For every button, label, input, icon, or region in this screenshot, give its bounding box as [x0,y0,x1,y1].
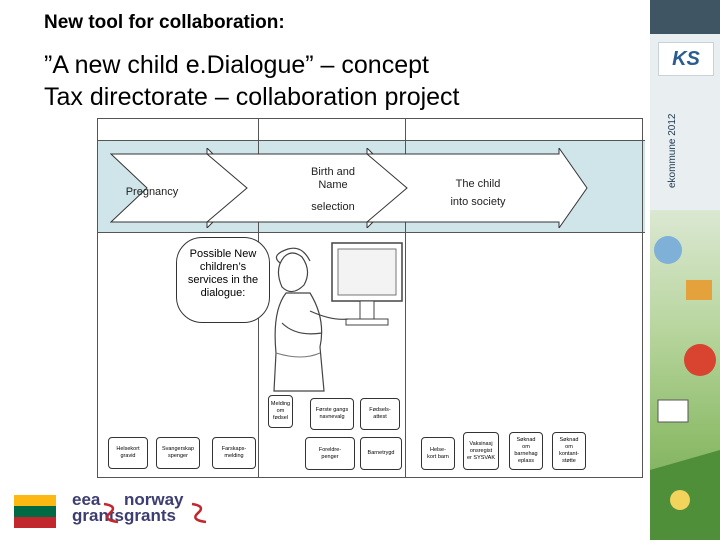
column-divider-2 [405,118,406,478]
service-text: Søknad [516,437,536,443]
service-text: melding [224,453,244,459]
service-text: Vaksinasj [469,440,493,447]
service-text: kontant-støtte [559,451,579,464]
service-box-child-health-card: Helse-kort barn [421,437,455,470]
service-text: er SYSVAK [466,454,496,461]
ks-logo-text: KS [672,47,700,70]
stage-society-line1: The child [455,178,501,190]
service-text: gravid [120,453,136,459]
service-text: Foreldre- [318,446,342,453]
stage-birth-line1: Birth and [310,166,356,178]
eea-grants-line1: eea [72,490,101,509]
services-speech-bubble: Possible New children’s services in the … [176,237,270,323]
bubble-line1: Possible New [189,248,257,260]
diagram-frame [97,118,643,478]
norway-grants-line2: grants [124,506,176,525]
norway-grants-logo: norway grants [124,490,184,525]
service-box-child-benefit: Barnetrygd [360,437,402,470]
service-text: barnehag eplass [514,451,538,464]
stage-society-label: The child into society [432,175,524,211]
service-text: om [276,408,285,414]
norway-grants-line1: norway [124,490,184,509]
service-text: Første gangs [315,407,349,413]
service-text: om [565,444,573,450]
sidebar-illustration-icon [650,236,720,540]
service-text: onsregist [469,447,493,454]
service-text: Fødsels- [369,407,391,413]
timeline-arrow [109,148,588,228]
lithuania-flag-icon [14,495,56,528]
service-text: Helse- [430,446,446,453]
service-box-paternity-notice: Farskaps-melding [212,437,256,469]
service-text: Søknad [559,437,579,443]
stage-society-line2: into society [450,196,506,208]
service-text: Barnetrygd [367,450,395,456]
bubble-line4: dialogue: [200,287,246,299]
service-text: om [522,444,530,450]
bubble-line2: children’s [199,261,247,273]
ks-logo: KS [658,42,714,76]
service-text: kort barn [427,453,449,460]
stage-pregnancy-label: Pregnancy [125,186,179,198]
bubble-line3: services in the [187,274,259,286]
eea-grants-mark-icon [103,502,119,524]
service-box-parental-benefit: Foreldre-penger [305,437,355,470]
stage-birth-label: Birth and Name selection [288,166,378,214]
service-text: Melding [270,401,291,407]
service-box-birth-certificate: Fødsels-attest [360,398,400,430]
sidebar-illustration [650,210,720,540]
sidebar-header-photo [650,0,720,34]
slide-title-line2: Tax directorate – collaboration project [44,83,460,111]
service-text: Farskaps- [221,446,247,452]
service-text: penger [321,453,339,460]
service-text: Helsekort [116,446,140,452]
slide-heading: New tool for collaboration: [44,12,285,33]
stage-birth-line2: Name [318,179,348,191]
sidebar-vertical-caption: ekommune 2012 [667,113,678,189]
slide-title-line1: ”A new child e.Dialogue” – concept [44,51,429,79]
service-text: spenger [168,453,188,459]
stage-birth-line3: selection [311,201,355,213]
person-at-computer-illustration [273,242,403,392]
service-text: attest [373,414,387,420]
service-text: navnevalg [319,414,345,420]
norway-grants-mark-icon [191,502,207,524]
service-text: Svangerskap [161,446,195,452]
service-text: fødsel [273,415,288,421]
